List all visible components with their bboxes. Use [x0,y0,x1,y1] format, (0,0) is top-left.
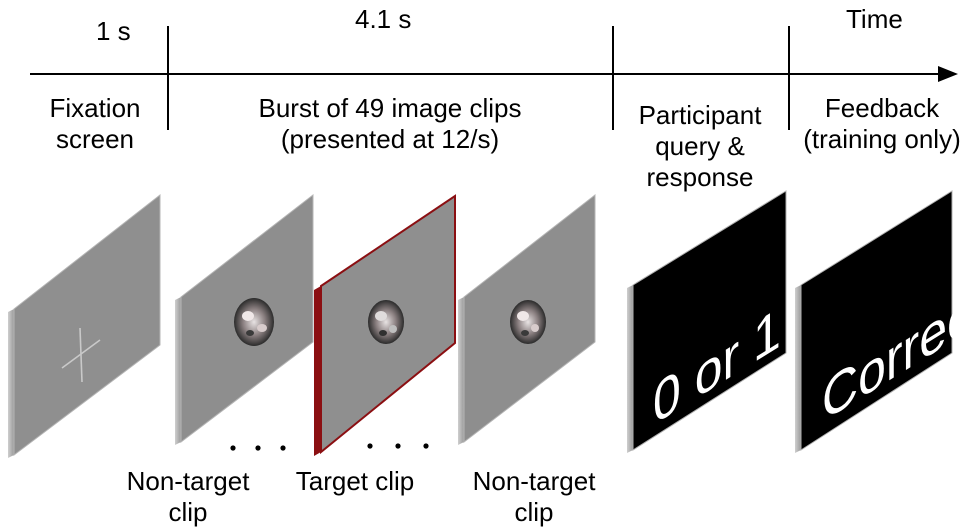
phase-label-burst: Burst of 49 image clips (presented at 12… [258,93,522,154]
image-clip-icon [234,298,274,346]
clip-label-non-target-right: Non-target clip [472,466,596,527]
image-clip-icon [510,300,546,344]
clip-label-target: Target clip [295,466,415,496]
time-axis-arrowhead [938,66,958,82]
image-clip-icon [368,300,404,344]
ellipsis-dots-left [230,445,286,451]
fixation-cross-icon [61,327,101,383]
phase-label-feedback: Feedback (training only) [803,93,961,154]
time-axis-label: Time [846,4,903,34]
duration-label-fixation: 1 s [96,16,131,46]
query-screen-panel: 0 or 1 ? [627,190,823,453]
clip-label-non-target-left: Non-target clip [126,466,250,527]
fixation-screen-panel [8,193,161,458]
target-clip-panel [314,194,456,456]
non-target-clip-panel-right [458,193,596,445]
phase-label-fixation: Fixation screen [49,93,141,154]
non-target-clip-panel-left [175,193,314,445]
feedback-screen-panel: Correct [795,190,973,453]
phase-label-query: Participant query & response [638,100,762,192]
duration-label-burst: 4.1 s [355,4,412,34]
ellipsis-dots-right [367,443,429,449]
